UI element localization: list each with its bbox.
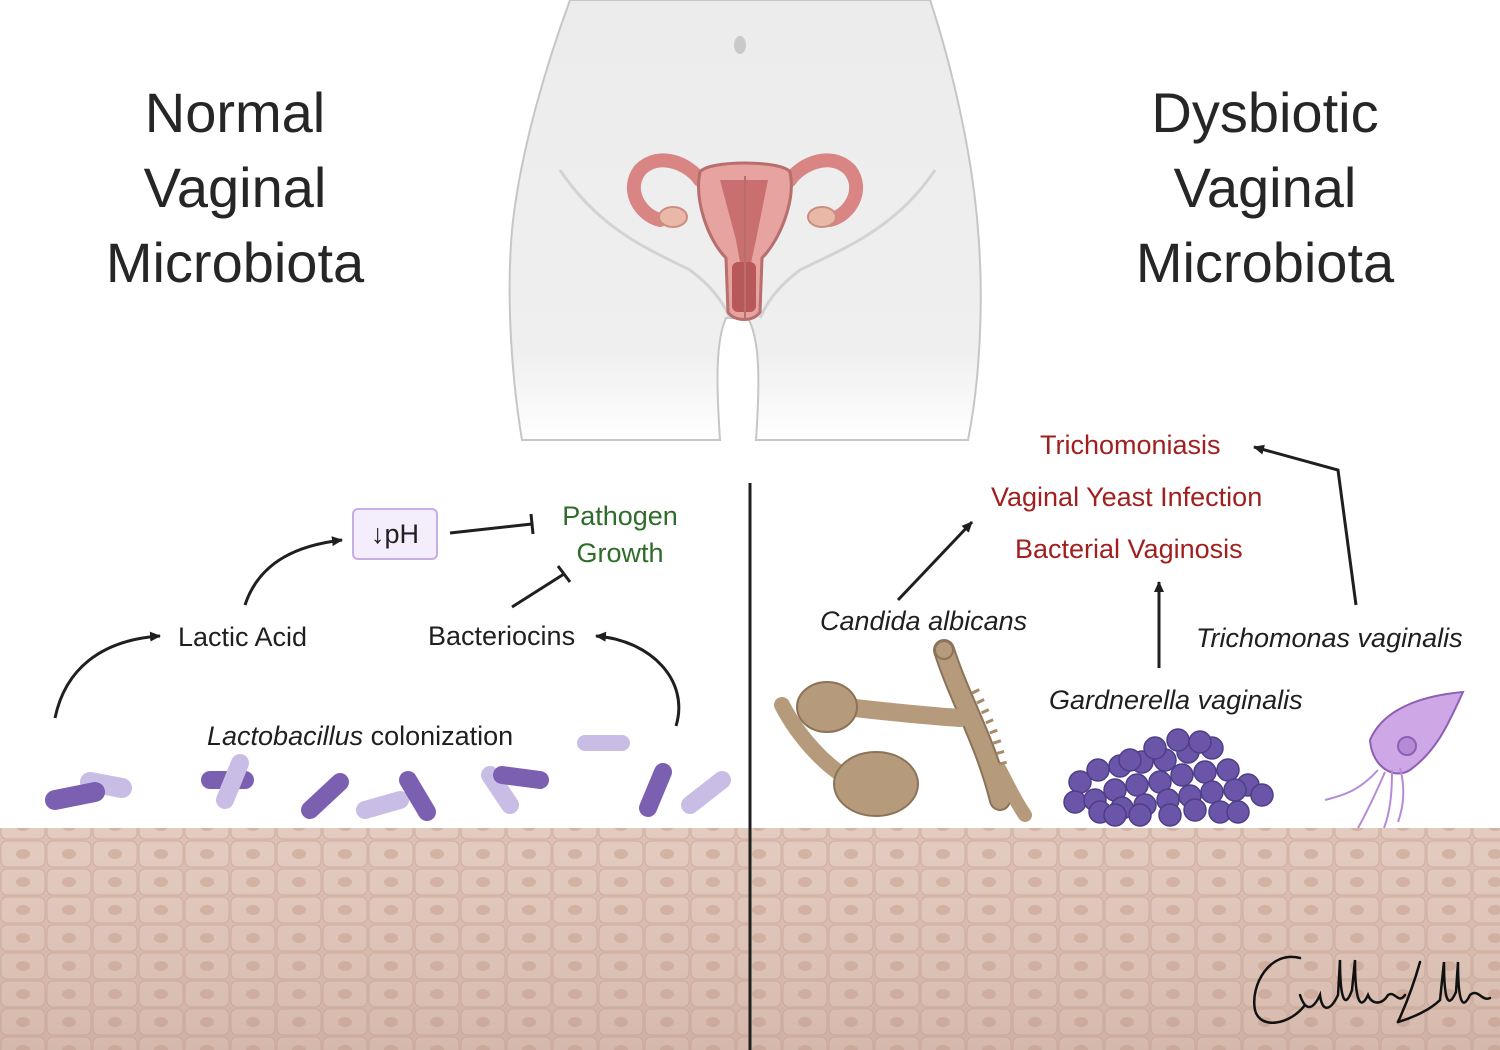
pathogen-growth-label: Pathogen Growth — [562, 501, 678, 568]
epithelial-tissue — [0, 828, 1500, 1050]
bacteriocin-inhibit-bar — [556, 565, 572, 583]
bacteriocin-inhibits-line — [511, 572, 565, 609]
gardnerella-cell — [1183, 798, 1207, 822]
trichomonas-illustration — [1324, 690, 1465, 829]
ph-inhibits-line — [449, 522, 533, 535]
dysbiotic-microbiota-title: Dysbiotic Vaginal Microbiota — [1135, 81, 1395, 294]
gardnerella-cell — [1200, 780, 1224, 804]
gardnerella-cell — [1063, 790, 1087, 814]
gardnerella-cell — [1128, 803, 1152, 827]
arrow-trichomonas-to-trichomoniasis — [1253, 444, 1358, 606]
arrow-to-lactic-acid — [53, 631, 161, 719]
gardnerella-cell — [1188, 730, 1212, 754]
gardnerella-cell — [1118, 748, 1142, 772]
lactobacillus-rods — [45, 735, 731, 821]
arrow-candida-to-yeast — [896, 520, 974, 602]
trichomonas-vaginalis-label: Trichomonas vaginalis — [1196, 623, 1463, 653]
gardnerella-cell — [1170, 763, 1194, 787]
normal-pathway-arrows — [53, 513, 681, 727]
gardnerella-cell — [1250, 783, 1274, 807]
vaginal-yeast-infection-label: Vaginal Yeast Infection — [991, 482, 1263, 512]
gardnerella-cell — [1226, 800, 1250, 824]
gardnerella-cell — [1158, 803, 1182, 827]
bacterial-vaginosis-label: Bacterial Vaginosis — [1015, 534, 1243, 564]
ph-inhibit-bar — [529, 513, 535, 535]
dysbiotic-pathway-arrows — [896, 444, 1358, 668]
trichomoniasis-label: Trichomoniasis — [1040, 430, 1221, 460]
uterus-illustration — [627, 153, 863, 321]
gardnerella-cell — [1223, 778, 1247, 802]
gardnerella-cell — [1125, 773, 1149, 797]
ph-label: ↓pH — [370, 518, 419, 549]
normal-microbiota-title: Normal Vaginal Microbiota — [105, 81, 365, 294]
lactic-acid-label: Lactic Acid — [178, 622, 308, 652]
arrow-to-ph — [243, 536, 343, 606]
ph-decrease-box: ↓pH — [352, 508, 438, 560]
gardnerella-cell — [1193, 760, 1217, 784]
candida-albicans-label: Candida albicans — [820, 606, 1028, 636]
bacteriocins-label: Bacteriocins — [428, 621, 576, 651]
gardnerella-cell — [1216, 758, 1240, 782]
gardnerella-cell — [1166, 728, 1190, 752]
signature-mark — [1252, 955, 1492, 1024]
candida-albicans-illustration — [774, 639, 1032, 822]
gardnerella-cluster — [1063, 728, 1274, 827]
gardnerella-cell — [1086, 758, 1110, 782]
lactobacillus-colonization-label: Lactobacillus colonization — [207, 721, 514, 751]
gardnerella-cell — [1103, 803, 1127, 827]
arrow-to-bacteriocins — [595, 631, 681, 727]
gardnerella-vaginalis-label: Gardnerella vaginalis — [1049, 685, 1303, 715]
gardnerella-cell — [1143, 736, 1167, 760]
